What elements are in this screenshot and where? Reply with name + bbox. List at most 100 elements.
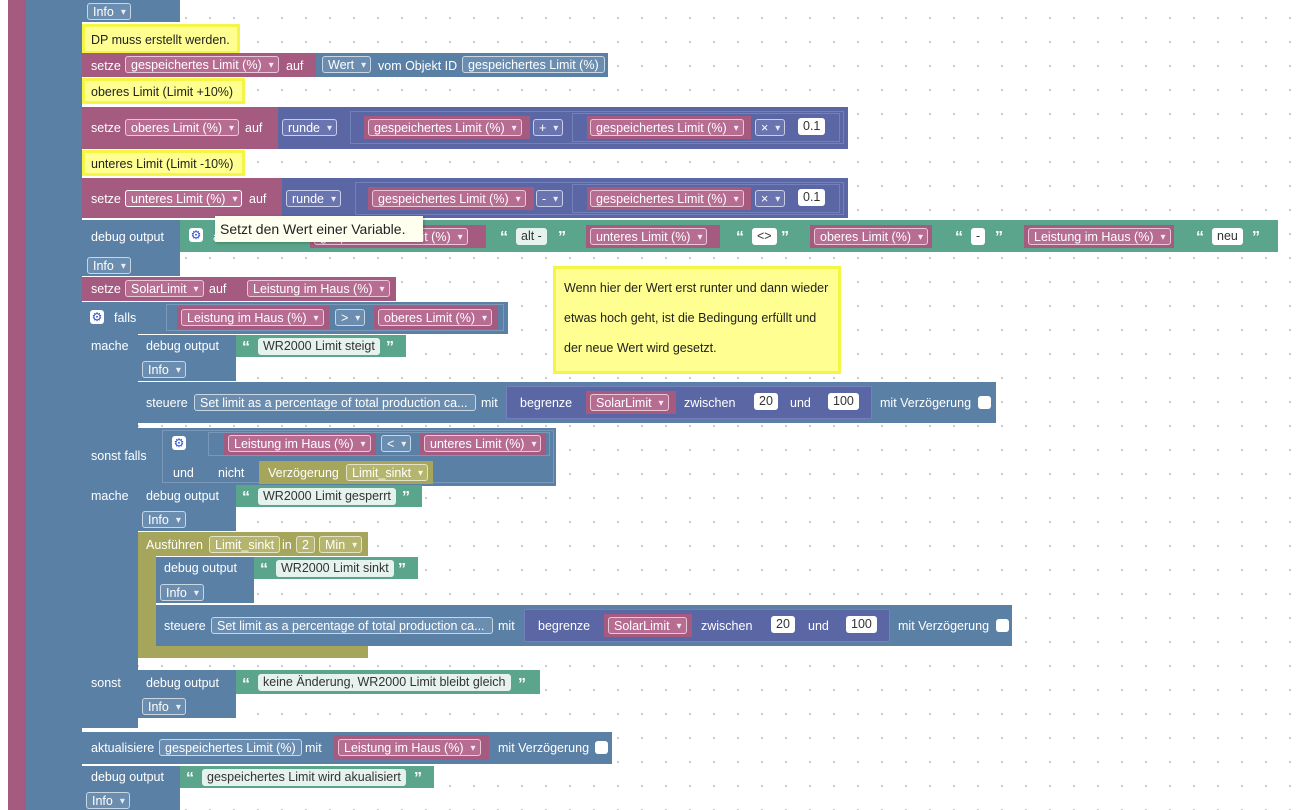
gear-icon[interactable]: ⚙ bbox=[189, 228, 203, 242]
timeout-block-rail bbox=[138, 556, 156, 656]
und-label: und bbox=[808, 619, 829, 633]
operator-dropdown[interactable]: - bbox=[536, 190, 564, 208]
info-dropdown[interactable]: Info bbox=[142, 361, 186, 379]
variable-dropdown[interactable]: oberes Limit (%) bbox=[378, 309, 492, 327]
object-id-field[interactable]: Set limit as a percentage of total produ… bbox=[211, 617, 493, 634]
text-field[interactable]: alt - bbox=[516, 228, 547, 245]
round-dropdown[interactable]: runde bbox=[286, 190, 341, 208]
debug-output-block[interactable] bbox=[82, 220, 180, 254]
auf-label: auf bbox=[286, 59, 304, 73]
variable-dropdown[interactable]: unteres Limit (%) bbox=[590, 228, 708, 246]
comment-note-dp[interactable]: DP muss erstellt werden. bbox=[82, 24, 240, 54]
timeout-name-field[interactable]: Limit_sinkt bbox=[209, 536, 281, 553]
delay-label: mit Verzögerung bbox=[898, 619, 990, 633]
comment-note-oberes[interactable]: oberes Limit (Limit +10%) bbox=[82, 78, 245, 104]
delay-checkbox[interactable] bbox=[996, 619, 1009, 632]
falls-label: falls bbox=[114, 311, 137, 325]
timer-dropdown[interactable]: Limit_sinkt bbox=[346, 464, 429, 482]
wert-dropdown[interactable]: Wert bbox=[322, 56, 372, 74]
nicht-label: nicht bbox=[218, 466, 245, 480]
gear-icon[interactable]: ⚙ bbox=[90, 310, 104, 324]
info-dropdown[interactable]: Info bbox=[87, 3, 131, 21]
variable-dropdown[interactable]: Leistung im Haus (%) bbox=[181, 309, 324, 327]
text-field[interactable]: neu bbox=[1212, 228, 1243, 245]
in-label: in bbox=[282, 538, 292, 552]
number-field[interactable]: 0.1 bbox=[798, 189, 826, 206]
zwischen-label: zwischen bbox=[684, 396, 736, 410]
comment-note-bedingung[interactable]: Wenn hier der Wert erst runter und dann … bbox=[553, 266, 841, 374]
auf-label: auf bbox=[245, 121, 263, 135]
number-field[interactable]: 0.1 bbox=[798, 118, 826, 135]
info-dropdown[interactable]: Info bbox=[160, 584, 204, 602]
text-field[interactable]: keine Änderung, WR2000 Limit bleibt glei… bbox=[258, 674, 511, 691]
min-field[interactable]: 20 bbox=[771, 616, 795, 633]
variable-dropdown[interactable]: Leistung im Haus (%) bbox=[228, 435, 371, 453]
timeout-number-field[interactable]: 2 bbox=[296, 536, 315, 553]
operator-dropdown[interactable]: + bbox=[533, 119, 564, 137]
max-field[interactable]: 100 bbox=[846, 616, 877, 633]
operator-dropdown[interactable]: × bbox=[755, 190, 786, 208]
min-field[interactable]: 20 bbox=[754, 393, 778, 410]
info-dropdown[interactable]: Info bbox=[142, 511, 186, 529]
text-field[interactable]: - bbox=[971, 228, 986, 245]
setze-label: setze bbox=[91, 282, 121, 296]
variable-dropdown[interactable]: gespeichertes Limit (%) bbox=[125, 56, 279, 74]
comment-note-unteres[interactable]: unteres Limit (Limit -10%) bbox=[82, 150, 245, 176]
info-dropdown[interactable]: Info bbox=[142, 698, 186, 716]
open-quote-icon: “ bbox=[242, 339, 250, 356]
event-block-rail[interactable] bbox=[8, 0, 26, 810]
close-quote-icon: ” bbox=[414, 770, 422, 787]
info-dropdown[interactable]: Info bbox=[87, 257, 131, 275]
close-quote-icon: ” bbox=[558, 229, 566, 246]
variable-dropdown[interactable]: unteres Limit (%) bbox=[125, 190, 243, 208]
object-id-field[interactable]: Set limit as a percentage of total produ… bbox=[194, 394, 476, 411]
delay-checkbox[interactable] bbox=[978, 396, 991, 409]
variable-dropdown[interactable]: gespeichertes Limit (%) bbox=[368, 119, 522, 137]
variable-dropdown[interactable]: SolarLimit bbox=[590, 394, 669, 412]
variable-dropdown[interactable]: gespeichertes Limit (%) bbox=[590, 190, 744, 208]
operator-dropdown[interactable]: × bbox=[755, 119, 786, 137]
delay-label: mit Verzögerung bbox=[880, 396, 972, 410]
object-id-field[interactable]: gespeichertes Limit (%) bbox=[159, 739, 302, 756]
variable-dropdown[interactable]: Leistung im Haus (%) bbox=[1028, 228, 1171, 246]
constrain-block[interactable] bbox=[524, 609, 890, 642]
variable-dropdown[interactable]: oberes Limit (%) bbox=[814, 228, 928, 246]
open-quote-icon: “ bbox=[736, 229, 744, 246]
auf-label: auf bbox=[209, 282, 227, 296]
text-field[interactable]: gespeichertes Limit wird akualisiert bbox=[202, 769, 406, 786]
constrain-block[interactable] bbox=[506, 386, 872, 419]
script-body-rail bbox=[26, 0, 82, 810]
variable-dropdown[interactable]: oberes Limit (%) bbox=[125, 119, 239, 137]
text-field[interactable]: WR2000 Limit steigt bbox=[258, 338, 380, 355]
unit-dropdown[interactable]: Min bbox=[319, 536, 363, 554]
variable-dropdown[interactable]: SolarLimit bbox=[125, 280, 204, 298]
object-id-field[interactable]: gespeichertes Limit (%) bbox=[462, 56, 605, 73]
operator-dropdown[interactable]: > bbox=[335, 309, 366, 327]
delay-label: mit Verzögerung bbox=[498, 741, 590, 755]
text-field[interactable]: WR2000 Limit sinkt bbox=[276, 560, 394, 577]
close-quote-icon: ” bbox=[1252, 229, 1260, 246]
text-field[interactable]: <> bbox=[752, 228, 777, 245]
note-text: unteres Limit (Limit -10%) bbox=[91, 157, 234, 171]
max-field[interactable]: 100 bbox=[828, 393, 859, 410]
close-quote-icon: ” bbox=[518, 676, 526, 693]
sonst-falls-label: sonst falls bbox=[91, 449, 147, 463]
delay-checkbox[interactable] bbox=[595, 741, 608, 754]
text-field[interactable]: WR2000 Limit gesperrt bbox=[258, 488, 396, 505]
if-block[interactable] bbox=[82, 302, 138, 728]
debug-output-label: debug output bbox=[146, 676, 219, 690]
gear-icon[interactable]: ⚙ bbox=[172, 436, 186, 450]
variable-dropdown[interactable]: SolarLimit bbox=[608, 617, 687, 635]
variable-dropdown[interactable]: gespeichertes Limit (%) bbox=[372, 190, 526, 208]
debug-output-label: debug output bbox=[91, 230, 164, 244]
operator-dropdown[interactable]: < bbox=[381, 435, 412, 453]
close-quote-icon: ” bbox=[398, 561, 406, 578]
info-dropdown[interactable]: Info bbox=[86, 792, 130, 810]
round-dropdown[interactable]: runde bbox=[282, 119, 337, 137]
variable-dropdown[interactable]: gespeichertes Limit (%) bbox=[590, 119, 744, 137]
variable-dropdown[interactable]: Leistung im Haus (%) bbox=[338, 739, 481, 757]
variable-dropdown[interactable]: unteres Limit (%) bbox=[424, 435, 542, 453]
variable-dropdown[interactable]: Leistung im Haus (%) bbox=[247, 280, 390, 298]
open-quote-icon: “ bbox=[500, 229, 508, 246]
close-quote-icon: ” bbox=[402, 489, 410, 506]
